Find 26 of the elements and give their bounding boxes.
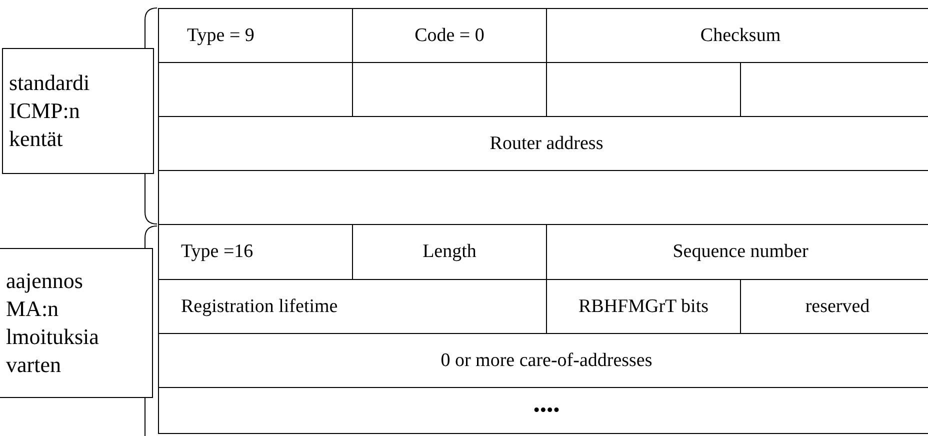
packet-field [158,8,352,62]
packet-field [158,279,546,333]
packet-field [158,387,928,434]
field-label: RBHFMGrT bits [578,296,709,318]
bracket-label: aajennos MA:n lmoituksia varten [6,267,100,379]
field-label: Sequence number [672,241,808,263]
field-label: Type = 9 [187,24,254,46]
field-label: •••• [533,400,560,422]
field-label: reserved [805,296,870,318]
packet-field [546,8,928,62]
field-label: Code = 0 [414,24,484,46]
empty-field [158,170,928,225]
packet-field [158,116,928,170]
field-label: Registration lifetime [181,296,338,318]
label-box [0,248,153,398]
field-label: Router address [490,132,604,154]
field-label: Length [422,241,476,263]
label-box [2,48,154,174]
packet-field [740,279,928,333]
bracket-label: standardi ICMP:n kentät [9,69,91,153]
packet-field [546,279,740,333]
field-label: Checksum [700,24,781,46]
field-label: Type =16 [181,241,254,263]
field-label: 0 or more care-of-addresses [440,350,652,372]
packet-field [158,333,928,387]
packet-field [352,8,546,62]
